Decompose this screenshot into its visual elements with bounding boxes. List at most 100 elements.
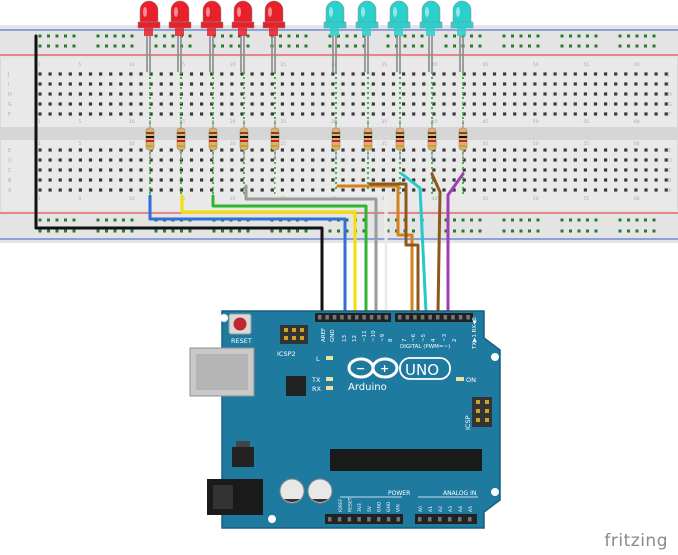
terminal-hole — [452, 92, 456, 96]
terminal-hole — [250, 102, 254, 106]
led-cyan[interactable] — [323, 0, 347, 36]
terminal-hole — [381, 158, 385, 162]
wire-blue[interactable] — [148, 194, 347, 314]
led-red[interactable] — [231, 0, 255, 36]
terminal-hole — [432, 82, 436, 86]
header-pin[interactable] — [386, 517, 391, 522]
led-body — [139, 0, 159, 23]
icsp-pin — [476, 418, 480, 422]
terminal-hole — [654, 188, 658, 192]
led-red[interactable] — [200, 0, 224, 36]
row-letter: I — [668, 82, 669, 88]
header-pin[interactable] — [398, 315, 402, 320]
header-pin[interactable] — [332, 315, 337, 320]
led-cyan[interactable] — [355, 0, 379, 36]
header-pin[interactable] — [325, 315, 329, 320]
terminal-hole — [503, 148, 507, 152]
reset-button[interactable] — [233, 317, 247, 331]
terminal-hole — [664, 188, 668, 192]
terminal-hole — [341, 72, 345, 76]
led-red[interactable] — [262, 0, 286, 36]
terminal-hole — [371, 92, 375, 96]
terminal-hole — [240, 72, 244, 76]
wire-brown-1[interactable] — [368, 182, 420, 314]
terminal-hole — [321, 102, 325, 106]
header-pin[interactable] — [438, 517, 442, 522]
header-pin[interactable] — [384, 315, 389, 320]
column-number: 10 — [129, 196, 135, 202]
wire-yellow[interactable] — [180, 194, 357, 314]
header-pin[interactable] — [466, 315, 470, 320]
header-pin[interactable] — [337, 517, 342, 522]
wire-cyan[interactable] — [400, 172, 428, 314]
rail-hole — [444, 229, 448, 233]
rail-hole — [171, 44, 175, 48]
uno-text: UNO — [405, 361, 439, 379]
led-red[interactable] — [137, 0, 161, 36]
rail-hole — [386, 44, 390, 48]
rail-hole — [560, 229, 564, 233]
wire-brown-2[interactable] — [430, 172, 442, 314]
wire-gray[interactable] — [244, 184, 378, 314]
led-red[interactable] — [168, 0, 192, 36]
wire-orange[interactable] — [336, 184, 414, 314]
header-pin[interactable] — [428, 517, 432, 522]
header-pin[interactable] — [362, 315, 366, 320]
terminal-hole — [38, 102, 42, 106]
header-pin[interactable] — [443, 315, 448, 320]
header-pin[interactable] — [328, 517, 332, 522]
header-pin[interactable] — [377, 517, 381, 522]
wire-black[interactable] — [34, 34, 324, 314]
rail-hole — [105, 34, 108, 38]
header-pin[interactable] — [458, 517, 462, 522]
terminal-hole — [563, 82, 567, 86]
terminal-hole — [301, 148, 305, 152]
icsp-pin — [485, 409, 489, 413]
led-cyan[interactable] — [419, 0, 443, 36]
terminal-hole — [129, 168, 133, 172]
voltage-regulator-tab — [236, 441, 250, 447]
terminal-hole — [78, 112, 82, 116]
terminal-hole — [442, 102, 446, 106]
header-pin[interactable] — [451, 315, 455, 320]
header-pin[interactable] — [436, 315, 440, 320]
wire-purple[interactable] — [446, 172, 465, 314]
rail-hole — [47, 229, 50, 233]
header-pin[interactable] — [468, 517, 472, 522]
header-pin[interactable] — [340, 315, 344, 320]
resistor-band — [459, 145, 467, 147]
row-letter: D — [668, 158, 672, 164]
terminal-hole — [614, 82, 618, 86]
header-pin[interactable] — [367, 517, 371, 522]
led-cyan[interactable] — [450, 0, 474, 36]
terminal-hole — [331, 72, 335, 76]
power-pin-label: GND — [376, 501, 382, 512]
terminal-hole — [179, 178, 183, 182]
led-cyan[interactable] — [387, 0, 411, 36]
analog-label: ANALOG IN — [443, 490, 476, 497]
rail-hole — [511, 218, 514, 222]
rail-hole — [586, 44, 589, 48]
row-letter: G — [8, 102, 12, 108]
header-pin[interactable] — [355, 315, 359, 320]
header-pin[interactable] — [448, 517, 452, 522]
header-pin[interactable] — [420, 315, 425, 320]
header-pin[interactable] — [428, 315, 432, 320]
header-pin[interactable] — [318, 315, 322, 320]
rail-hole — [345, 218, 349, 222]
header-pin[interactable] — [405, 315, 410, 320]
header-pin[interactable] — [396, 517, 401, 522]
terminal-hole — [523, 112, 527, 116]
header-pin[interactable] — [369, 315, 374, 320]
header-pin[interactable] — [357, 517, 361, 522]
header-pin[interactable] — [418, 517, 422, 522]
header-pin[interactable] — [347, 517, 352, 522]
terminal-hole — [220, 92, 224, 96]
terminal-hole — [270, 158, 274, 162]
header-pin[interactable] — [413, 315, 417, 320]
rail-hole — [72, 218, 76, 222]
header-pin[interactable] — [458, 315, 463, 320]
wire-green[interactable] — [211, 194, 368, 314]
header-pin[interactable] — [377, 315, 381, 320]
header-pin[interactable] — [347, 315, 352, 320]
